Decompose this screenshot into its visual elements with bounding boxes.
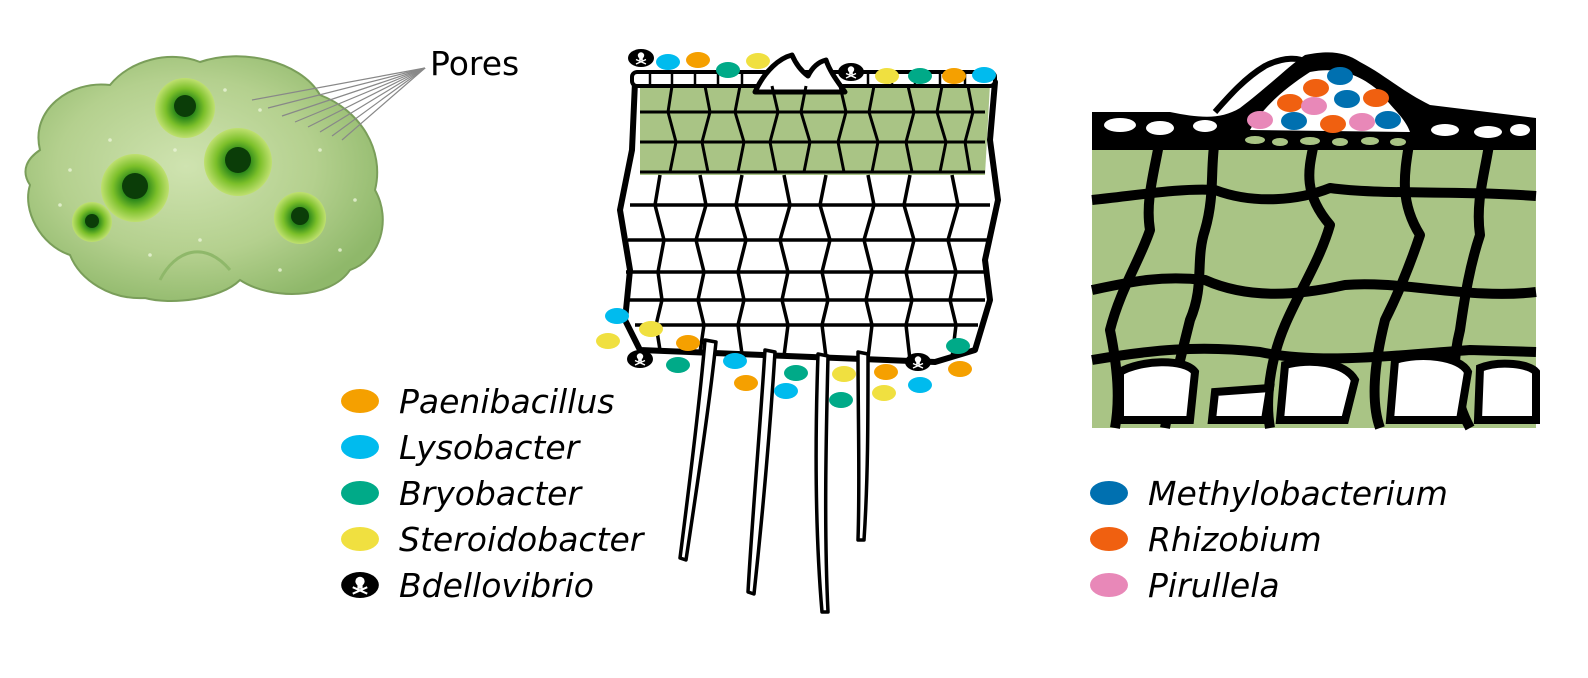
pirullela-swatch (1090, 573, 1128, 597)
steroidobacter-swatch (341, 527, 379, 551)
methylobacterium-dot (1327, 67, 1353, 85)
methylobacterium-swatch (1090, 481, 1128, 505)
legend-label-rhizobium: Rhizobium (1148, 520, 1322, 559)
bdellovibrio-icon (904, 352, 932, 372)
pores-label: Pores (430, 44, 519, 83)
legend-label-bryobacter: Bryobacter (399, 474, 583, 513)
legend-item-methylobacterium: Methylobacterium (1090, 474, 1448, 513)
legend-label-methylobacterium: Methylobacterium (1148, 474, 1448, 513)
pirullela-dot (1301, 97, 1327, 115)
bryobacter-dot (784, 365, 808, 381)
legend-item-rhizobium: Rhizobium (1090, 520, 1322, 559)
pirullela-dot (1349, 113, 1375, 131)
rhizobium-dot (1303, 79, 1329, 97)
rhizobium-swatch (1090, 527, 1128, 551)
bdellovibrio-icon (837, 62, 865, 82)
pirullela-dot (1247, 111, 1273, 129)
bryobacter-dot (908, 68, 932, 84)
lysobacter-dot (774, 383, 798, 399)
legend-item-paenibacillus: Paenibacillus (341, 382, 614, 421)
skull-crossbones-icon (340, 570, 380, 600)
bryobacter-dot (946, 338, 970, 354)
steroidobacter-dot (596, 333, 620, 349)
steroidobacter-dot (872, 385, 896, 401)
lysobacter-dot (972, 67, 996, 83)
pore (72, 202, 112, 242)
bryobacter-dot (666, 357, 690, 373)
pore (204, 128, 272, 196)
pore (155, 78, 215, 138)
paenibacillus-dot (676, 335, 700, 351)
rhizobium-dot (1363, 89, 1389, 107)
steroidobacter-dot (639, 321, 663, 337)
steroidobacter-dot (832, 366, 856, 382)
rhizobium-dot (1320, 115, 1346, 133)
thallus-photo (24, 55, 384, 302)
paenibacillus-dot (942, 68, 966, 84)
legend-label-lysobacter: Lysobacter (399, 428, 582, 467)
legend-label-pirullela: Pirullela (1148, 566, 1280, 605)
methylobacterium-dot (1281, 112, 1307, 130)
lysobacter-swatch (341, 435, 379, 459)
zoomed-pore-tissue (1090, 52, 1540, 431)
methylobacterium-dot (1375, 111, 1401, 129)
methylobacterium-dot (1334, 90, 1360, 108)
lysobacter-dot (605, 308, 629, 324)
rhizobium-dot (1277, 94, 1303, 112)
bdellovibrio-icon (626, 349, 654, 369)
legend-item-bryobacter: Bryobacter (341, 474, 583, 513)
steroidobacter-dot (875, 68, 899, 84)
paenibacillus-dot (734, 375, 758, 391)
bryobacter-swatch (341, 481, 379, 505)
lysobacter-dot (908, 377, 932, 393)
paenibacillus-swatch (341, 389, 379, 413)
legend-left: Paenibacillus Lysobacter Bryobacter Ster… (340, 382, 646, 605)
bdellovibrio-icon (627, 48, 655, 68)
legend-item-bdellovibrio: Bdellovibrio (340, 566, 594, 605)
legend-label-bdellovibrio: Bdellovibrio (399, 566, 594, 605)
paenibacillus-dot (686, 52, 710, 68)
paenibacillus-dot (874, 364, 898, 380)
pores-pointer-lines (251, 67, 426, 141)
paenibacillus-dot (948, 361, 972, 377)
bacteria-dots-pore (1247, 67, 1401, 133)
legend-item-pirullela: Pirullela (1090, 566, 1280, 605)
legend-item-steroidobacter: Steroidobacter (341, 520, 646, 559)
legend-label-paenibacillus: Paenibacillus (399, 382, 614, 421)
legend-right: Methylobacterium Rhizobium Pirullela (1090, 474, 1448, 605)
bryobacter-dot (829, 392, 853, 408)
lysobacter-dot (723, 353, 747, 369)
legend-label-steroidobacter: Steroidobacter (399, 520, 646, 559)
bacteria-dots-section (596, 48, 996, 408)
pore (101, 154, 169, 222)
lysobacter-dot (656, 54, 680, 70)
legend-item-lysobacter: Lysobacter (341, 428, 582, 467)
pore (274, 192, 326, 244)
steroidobacter-dot (746, 53, 770, 69)
cross-section (617, 52, 1001, 614)
bryobacter-dot (716, 62, 740, 78)
